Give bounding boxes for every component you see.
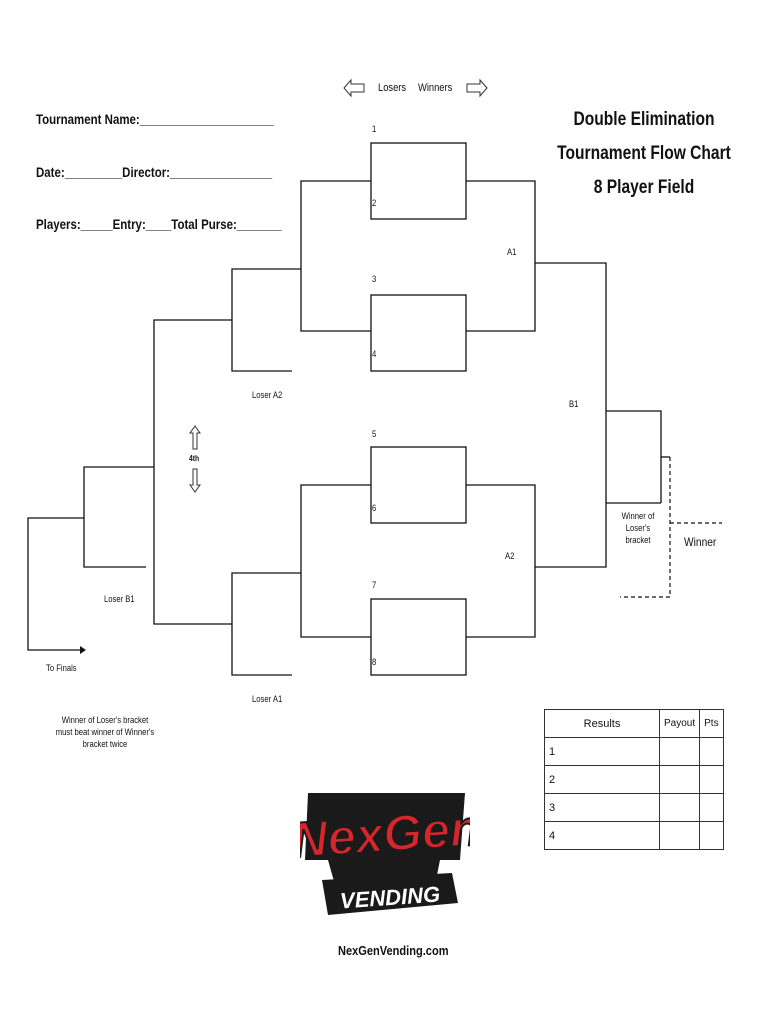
seed-8: 8: [372, 657, 377, 667]
date-director-field[interactable]: Date:_________Director:________________: [36, 164, 273, 180]
a2-bracket: [466, 484, 536, 638]
nexgen-logo: NexGen VENDING: [289, 785, 483, 920]
results-header: Results: [544, 709, 660, 738]
winner-of-losers-bracket-label: Winner of Loser's bracket: [621, 511, 655, 545]
loser-a1-label: Loser A1: [252, 694, 283, 704]
winner-label: Winner: [684, 535, 717, 549]
logo-nexgen-text: NexGen: [300, 799, 470, 868]
losers-r1-lower: [300, 484, 371, 638]
payout-header: Payout: [658, 709, 701, 738]
seed-2: 2: [372, 198, 377, 208]
b1-bracket: [535, 262, 607, 568]
losers-label: Losers: [378, 82, 407, 94]
fourth-label: 4th: [189, 454, 200, 463]
loser-b1-label: Loser B1: [104, 594, 135, 604]
to-finals-arrowhead: [80, 646, 86, 654]
losers-r1-upper: [300, 180, 371, 332]
results-row: 3: [544, 793, 724, 822]
results-row: 1: [544, 737, 724, 766]
title-line-3: 8 Player Field: [593, 177, 695, 198]
seed-1: 1: [372, 124, 377, 134]
title-line-2: Tournament Flow Chart: [557, 143, 731, 164]
match-label-a1: A1: [507, 247, 517, 257]
seed-7: 7: [372, 580, 377, 590]
losers-r2-upper: [231, 268, 301, 372]
match-box-7-8: [370, 598, 467, 676]
losers-r3: [153, 319, 232, 625]
losers-r4: [83, 466, 154, 568]
results-row: 4: [544, 821, 724, 850]
results-row: 2: [544, 765, 724, 794]
results-table: Results Payout Pts 1 2 3 4: [544, 709, 724, 850]
title-line-1: Double Elimination: [573, 109, 715, 130]
to-finals-label: To Finals: [46, 663, 77, 673]
match-box-3-4: [370, 294, 467, 372]
final-top: [606, 410, 662, 457]
match-box-5-6: [370, 446, 467, 524]
dashed-final-path: [620, 457, 671, 598]
4th-up-arrow-icon: [189, 425, 201, 450]
rules-note: Winner of Loser's bracket must beat winn…: [55, 715, 155, 749]
seed-6: 6: [372, 503, 377, 513]
pts-header: Pts: [699, 709, 724, 738]
seed-4: 4: [372, 349, 377, 359]
loser-a2-label: Loser A2: [252, 390, 283, 400]
website-link[interactable]: NexGenVending.com: [338, 943, 449, 958]
tournament-name-field[interactable]: Tournament Name:_____________________: [36, 111, 274, 127]
losers-arrow-icon: [343, 78, 365, 103]
winners-label: Winners: [418, 82, 453, 94]
losers-r2-lower: [231, 572, 301, 676]
a1-bracket: [466, 180, 536, 332]
match-label-a2: A2: [505, 551, 515, 561]
4th-down-arrow-icon: [189, 468, 201, 493]
losers-final: [27, 517, 84, 651]
chart-title: Double Elimination Tournament Flow Chart…: [537, 103, 750, 205]
winners-arrow-icon: [466, 78, 488, 103]
results-header-row: Results Payout Pts: [544, 709, 724, 738]
match-box-1-2: [370, 142, 467, 220]
seed-5: 5: [372, 429, 377, 439]
players-entry-purse-field[interactable]: Players:_____Entry:____Total Purse:_____…: [36, 216, 282, 232]
match-label-b1: B1: [569, 399, 579, 409]
seed-3: 3: [372, 274, 377, 284]
